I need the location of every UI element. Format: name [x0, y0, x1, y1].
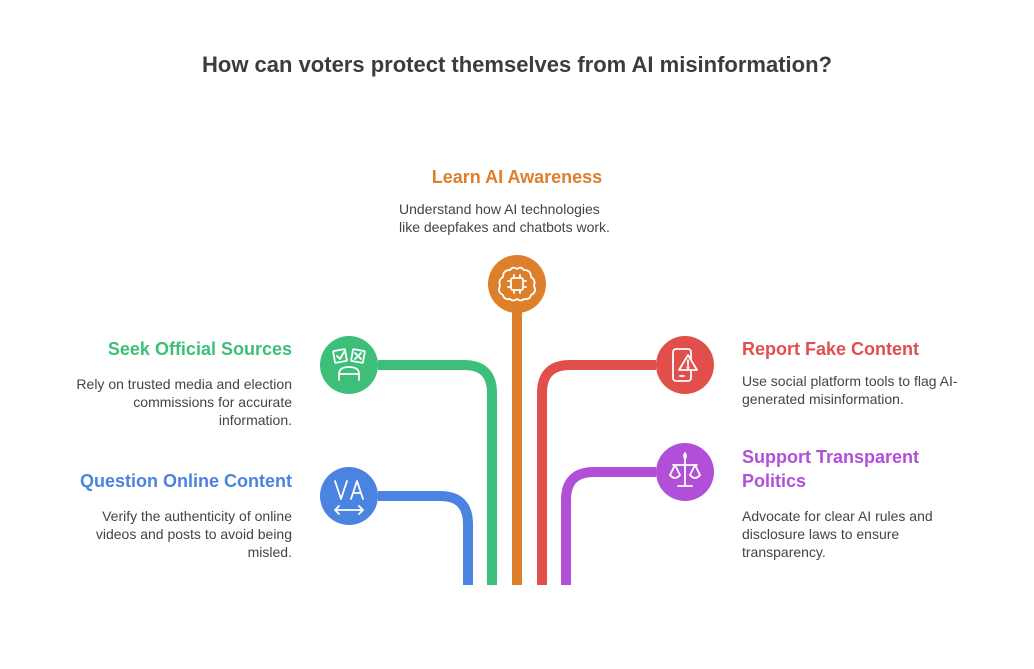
question-desc-line: videos and posts to avoid being [95, 526, 292, 542]
question-desc-line: misled. [247, 544, 292, 560]
question-heading: Question Online Content [80, 471, 292, 491]
seek-desc-line: commissions for accurate [133, 394, 292, 410]
report-heading: Report Fake Content [742, 339, 920, 359]
learn-node [488, 255, 546, 313]
question-description: Verify the authenticity of online videos… [40, 507, 292, 561]
balance-scale-icon [669, 452, 701, 487]
report-desc-line: generated misinformation. [742, 391, 904, 407]
branch-line-question [378, 491, 473, 585]
report-description: Use social platform tools to flag AI- ge… [742, 372, 1012, 408]
learn-description: Understand how AI technologies like deep… [399, 200, 659, 236]
question-node [320, 467, 378, 525]
report-desc-line: Use social platform tools to flag AI- [742, 373, 958, 389]
support-node [656, 443, 714, 501]
support-desc-line: disclosure laws to ensure [742, 526, 900, 542]
report-node [656, 336, 714, 394]
phone-warning-icon [672, 348, 698, 382]
learn-desc-line: Understand how AI technologies [399, 201, 600, 217]
seek-description: Rely on trusted media and election commi… [40, 375, 292, 429]
brain-chip-icon [498, 266, 536, 302]
learn-heading: Learn AI Awareness [431, 167, 603, 187]
voting-checklist-icon [332, 348, 366, 381]
branch-line-report [537, 360, 656, 585]
branch-line-seek [378, 360, 497, 585]
seek-desc-line: information. [218, 412, 292, 428]
learn-desc-line: like deepfakes and chatbots work. [399, 219, 610, 235]
support-heading-line: Support Transparent [742, 447, 920, 467]
support-desc-line: transparency. [742, 544, 826, 560]
seek-heading: Seek Official Sources [107, 339, 292, 359]
va-compare-icon [334, 480, 364, 515]
support-description: Advocate for clear AI rules and disclosu… [742, 507, 1012, 561]
page-title: How can voters protect themselves from A… [202, 52, 832, 77]
seek-desc-line: Rely on trusted media and election [76, 376, 292, 392]
branch-line-support [561, 467, 656, 585]
seek-node [320, 336, 378, 394]
support-heading-line: Politics [742, 471, 807, 491]
support-heading: Support Transparent Politics [742, 445, 1012, 493]
support-desc-line: Advocate for clear AI rules and [742, 508, 933, 524]
question-desc-line: Verify the authenticity of online [102, 508, 292, 524]
